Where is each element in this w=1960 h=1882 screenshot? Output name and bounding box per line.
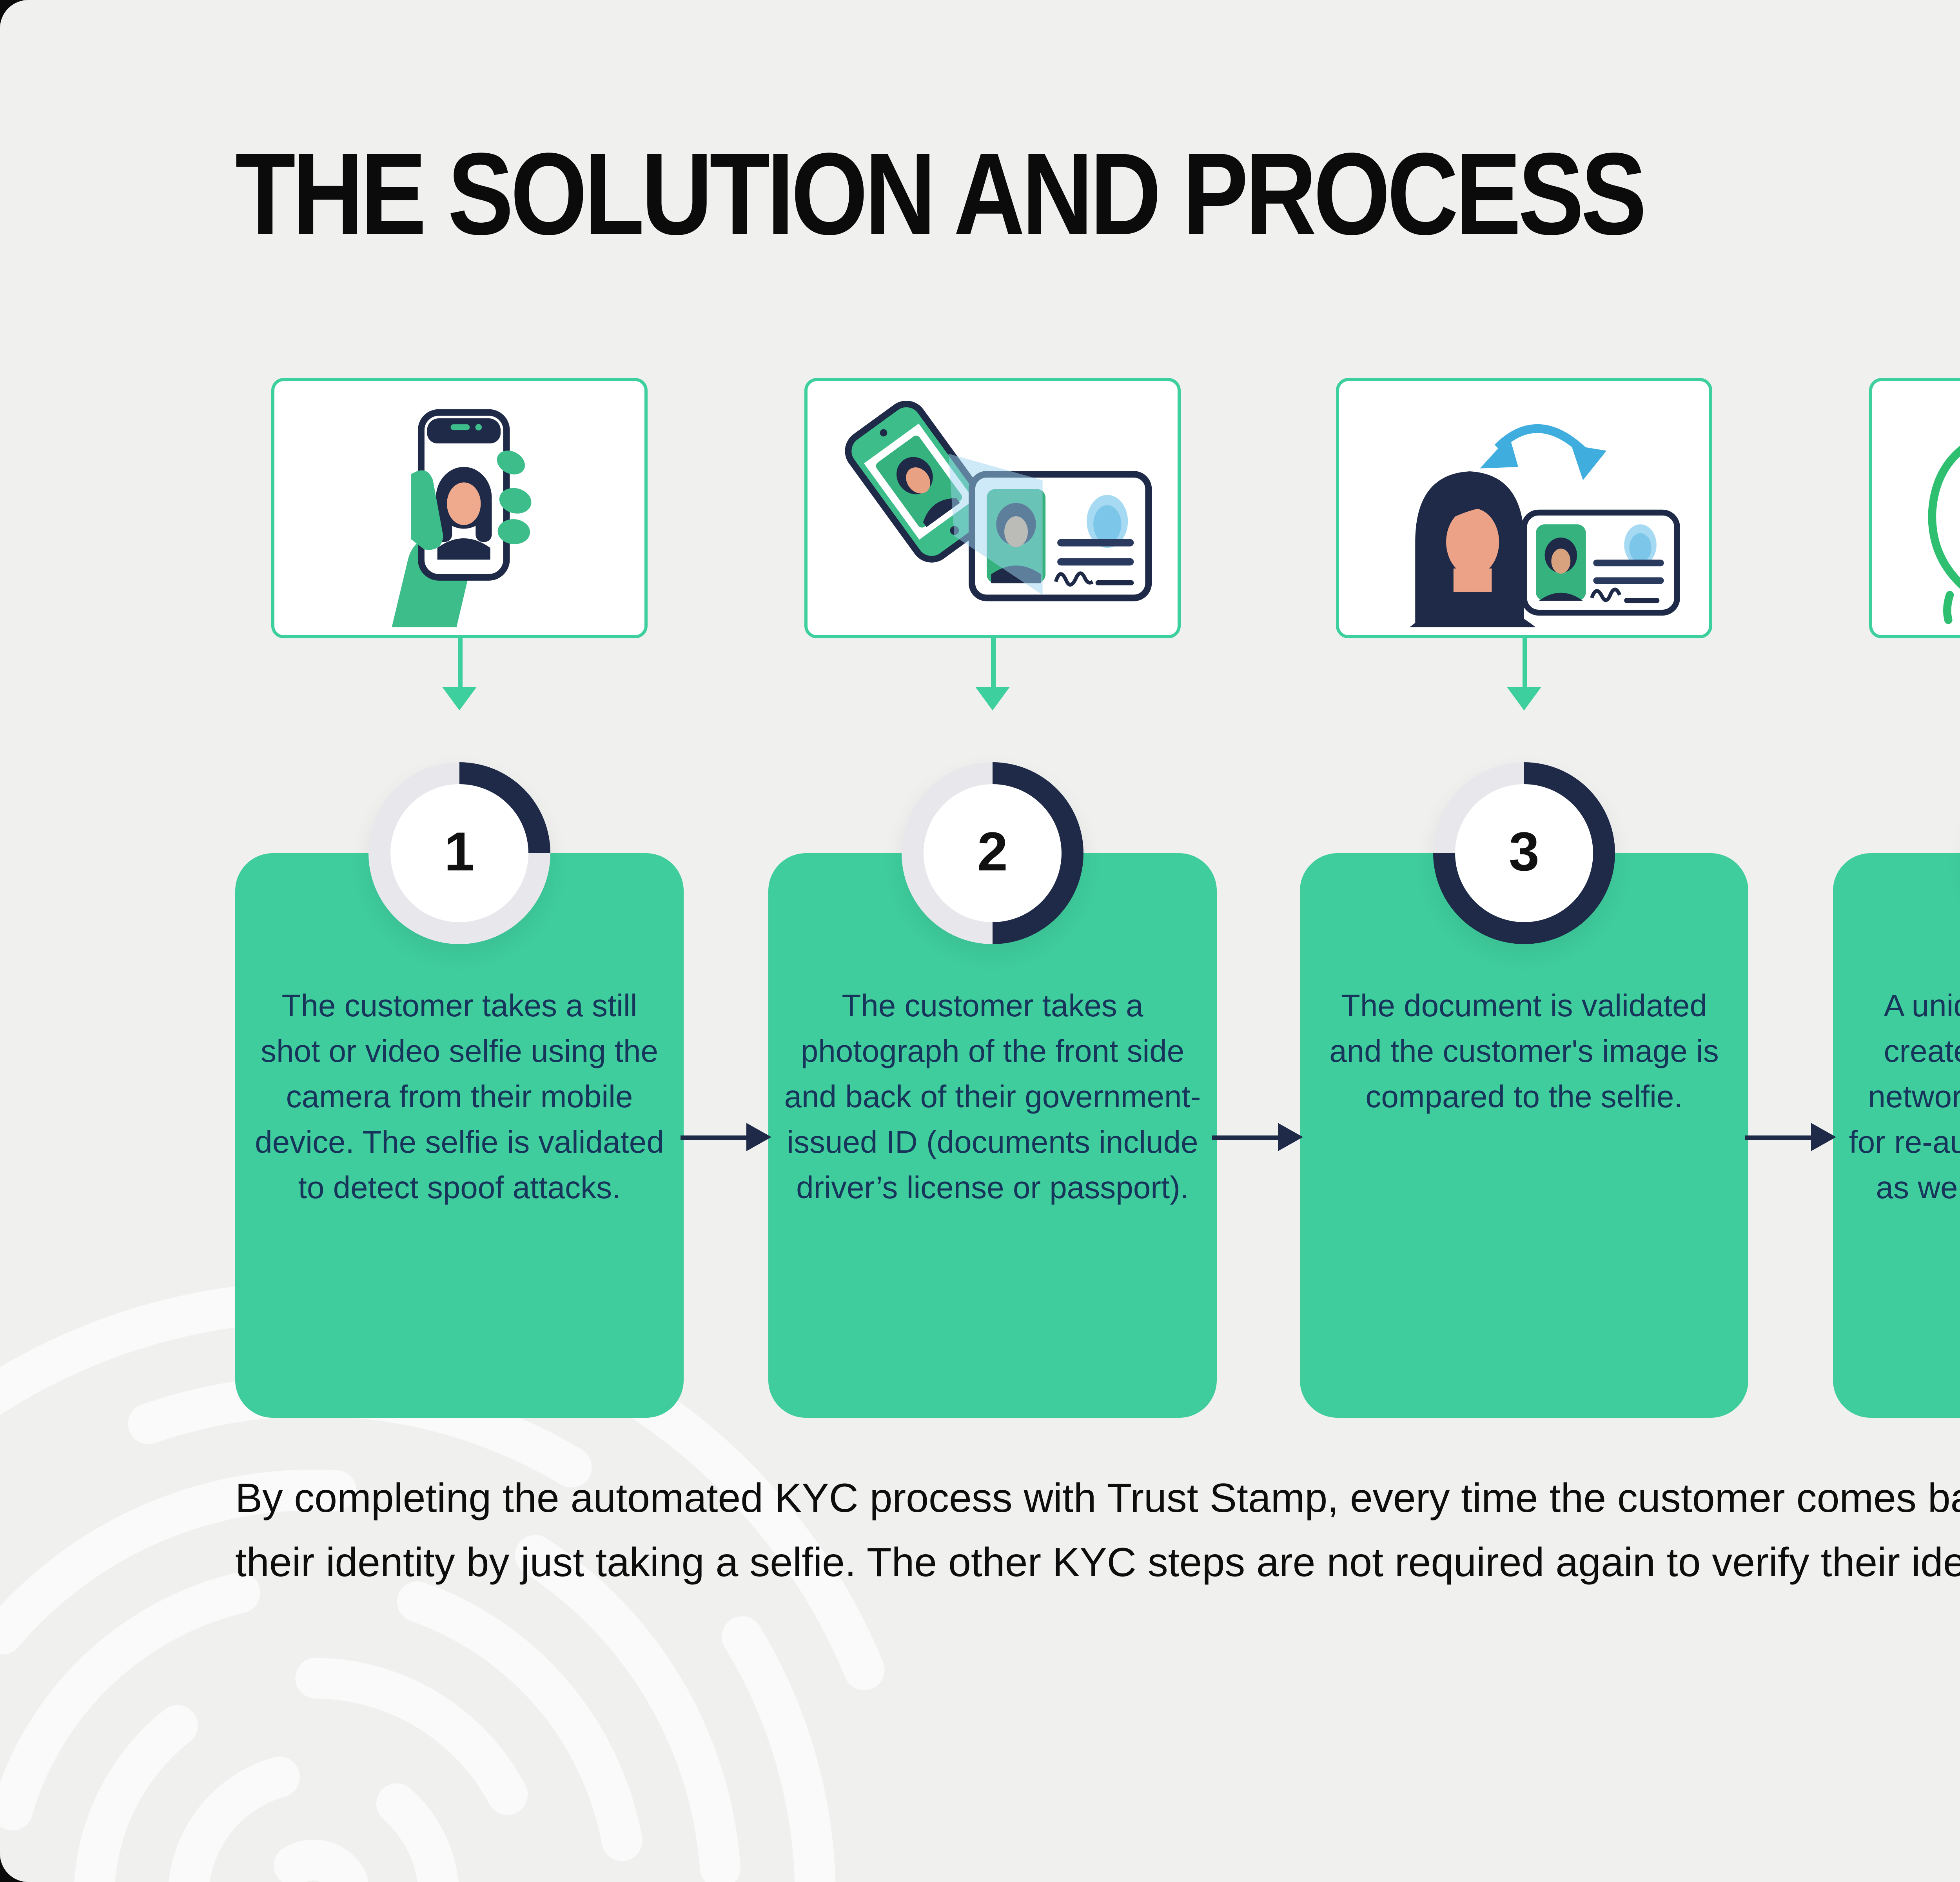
step-3-card: The document is validated and the custom…: [1300, 853, 1748, 1418]
step-3-progress-badge: 3: [1433, 762, 1615, 944]
phone-id-scan-icon: [845, 400, 1152, 601]
step-2-progress-badge: 2: [902, 762, 1083, 944]
down-arrow-icon: [975, 635, 1010, 710]
arrow-step2-to-step3: [1212, 1123, 1303, 1151]
step-4-card: A unique identity token is created by a …: [1833, 853, 1960, 1418]
face-id-compare-icon: [1409, 424, 1680, 627]
down-arrow-icon: [1507, 635, 1541, 710]
step-1: 1 The customer takes a still shot or vid…: [235, 378, 684, 1421]
down-arrow-icon: [442, 635, 477, 710]
selfie-phone-icon: [392, 409, 532, 627]
step-3: 3 The document is validated and the cust…: [1300, 378, 1748, 1421]
step-4: it 2 4 A unique identity token is create…: [1833, 378, 1960, 1421]
step-4-description: A unique identity token is created by a …: [1849, 990, 1960, 1206]
arrow-step1-to-step2: [681, 1123, 771, 1151]
arrow-step3-to-step4: [1745, 1123, 1836, 1151]
step-2: 2 The customer takes a photograph of the…: [768, 378, 1217, 1421]
page-title: THE SOLUTION AND PROCESS: [235, 130, 1647, 260]
step-4-icon-tile: it 2: [1869, 378, 1960, 638]
summary-paragraph: By completing the automated KYC process …: [235, 1474, 1960, 1586]
step-1-progress-badge: 1: [368, 762, 550, 944]
step-1-number: 1: [390, 784, 528, 922]
step-3-description: The document is validated and the custom…: [1329, 990, 1719, 1115]
step-2-card: The customer takes a photograph of the f…: [768, 853, 1217, 1418]
step-1-description: The customer takes a still shot or video…: [255, 990, 664, 1206]
step-3-icon-tile: [1336, 378, 1712, 638]
step-2-description: The customer takes a photograph of the f…: [784, 990, 1201, 1206]
neural-network-token-icon: it 2: [1928, 445, 1960, 624]
step-1-card: The customer takes a still shot or video…: [235, 853, 684, 1418]
step-3-number: 3: [1455, 784, 1593, 922]
step-1-icon-tile: [271, 378, 648, 638]
step-2-icon-tile: [804, 378, 1181, 638]
step-2-number: 2: [924, 784, 1062, 922]
